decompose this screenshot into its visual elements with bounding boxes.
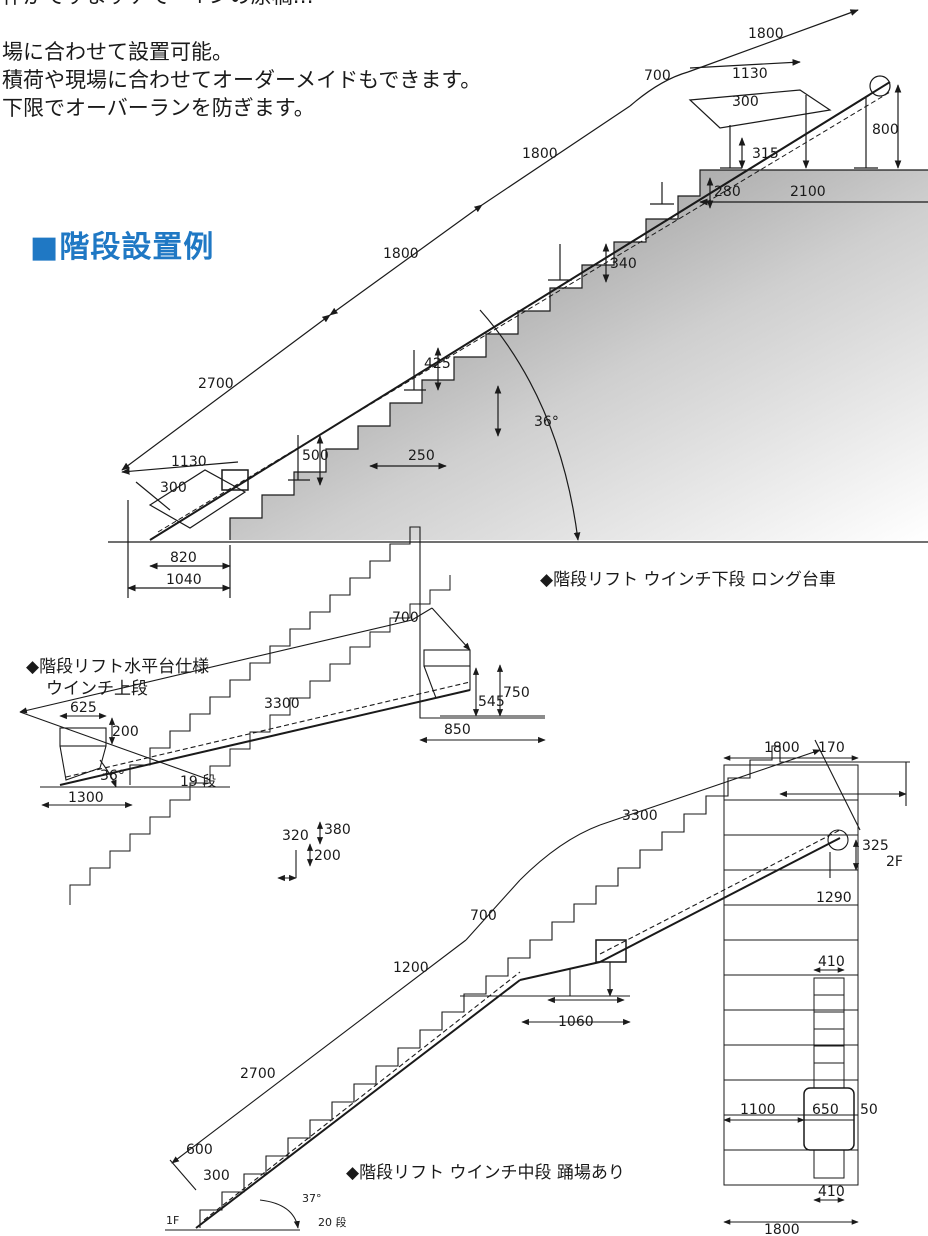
figure-3 xyxy=(165,739,910,1231)
fig3-dim-700: 700 xyxy=(470,908,497,924)
fig1-dim-315: 315 xyxy=(752,146,779,162)
fig3-dim-300: 300 xyxy=(203,1168,230,1184)
fig1-dim-700: 700 xyxy=(644,68,671,84)
fig2-dim-3300: 3300 xyxy=(264,696,300,712)
fig3-stair-lower xyxy=(199,745,910,1228)
fig1-dim-300a: 300 xyxy=(732,94,759,110)
fig1-dim-250: 250 xyxy=(408,448,435,464)
fig1-rail-dash xyxy=(157,91,891,533)
fig1-angle-arc xyxy=(479,309,581,541)
fig2-dim-1300: 1300 xyxy=(68,790,104,806)
fig4-dim-410b: 410 xyxy=(818,1184,845,1200)
fig1-dim-2100: 2100 xyxy=(790,184,826,200)
fig1-stair-shade xyxy=(230,170,928,540)
intro-line-3: 下限でオーバーランを防ぎます。 xyxy=(2,96,315,120)
fig3-dim-325: 325 xyxy=(862,838,889,854)
section-heading: ■階段設置例 xyxy=(30,230,215,265)
fig2-platform-top xyxy=(423,649,471,667)
fig2-angle: 36° xyxy=(100,768,125,784)
fig1-stair-outline xyxy=(229,169,928,540)
fig1-carriage-top xyxy=(688,89,832,129)
fig4-dim-1800a: 1800 xyxy=(764,740,800,756)
fig1-dim-280: 280 xyxy=(714,184,741,200)
fig2-dim-200a: 200 xyxy=(314,848,341,864)
fig3-angle: 37° xyxy=(302,1192,322,1205)
fig1-dim-1800c: 1800 xyxy=(383,246,419,262)
caption-fig3: ◆階段リフト ウインチ中段 踊場あり xyxy=(346,1163,625,1183)
fig1-dim-300b: 300 xyxy=(160,480,187,496)
fig3-winch xyxy=(595,939,627,963)
fig1-dim-340: 340 xyxy=(610,256,637,272)
fig2-labels: 700 3300 750 545 850 380 320 200 625 200… xyxy=(68,610,530,864)
fig2-dim-625: 625 xyxy=(70,700,97,716)
caption-fig1: ◆階段リフト ウインチ下段 ロング台車 xyxy=(540,570,836,590)
figure-1 xyxy=(108,9,928,598)
fig3-dim-1060: 1060 xyxy=(558,1014,594,1030)
fig1-dim-1800a: 1800 xyxy=(748,26,784,42)
fig2-platform-bottom xyxy=(59,727,107,747)
figure-2 xyxy=(19,526,546,905)
fig4-dim-50: 50 xyxy=(860,1102,878,1118)
fig4-dim-1800b: 1800 xyxy=(764,1222,800,1236)
fig3-labels: 170 3300 325 2F 1290 700 1200 1060 2700 … xyxy=(166,740,903,1229)
fig1-dim-500: 500 xyxy=(302,448,329,464)
figure-4 xyxy=(723,755,859,1225)
fig1-dim-800: 800 xyxy=(872,122,899,138)
fig2-dim-700: 700 xyxy=(392,610,419,626)
fig4-dim-650: 650 xyxy=(812,1102,839,1118)
fig4-carriage xyxy=(803,1087,855,1151)
fig4-treads xyxy=(724,799,858,1151)
fig3-dim-3300: 3300 xyxy=(622,808,658,824)
fig2-stair-outline xyxy=(129,526,545,785)
fig3-steps: 20 段 xyxy=(318,1215,347,1229)
fig3-dim-170: 170 xyxy=(818,740,845,756)
fig3-floor2-label: 2F xyxy=(886,854,903,870)
fig1-dim-2700: 2700 xyxy=(198,376,234,392)
fig1-dim-1800b: 1800 xyxy=(522,146,558,162)
fig4-dim-410a: 410 xyxy=(818,954,845,970)
fig3-dim-2700: 2700 xyxy=(240,1066,276,1082)
fig3-floor1-label: 1F xyxy=(166,1214,179,1227)
fig1-dim-1040: 1040 xyxy=(166,572,202,588)
fig2-steps: 19 段 xyxy=(180,774,216,790)
fig1-dim-820: 820 xyxy=(170,550,197,566)
fig3-pulley xyxy=(827,829,849,851)
fig1-labels: 1800 700 1130 300 800 1800 315 280 2100 … xyxy=(160,26,899,588)
fig2-dim-545: 545 xyxy=(478,694,505,710)
fig4-dim-1100: 1100 xyxy=(740,1102,776,1118)
fig3-dim-600: 600 xyxy=(186,1142,213,1158)
fig1-dim-425: 425 xyxy=(424,356,451,372)
fig2-rail xyxy=(59,689,471,786)
fig2-dim-850: 850 xyxy=(444,722,471,738)
intro-line-1: 場に合わせて設置可能。 xyxy=(2,40,233,64)
caption-fig2-line1: ◆階段リフト水平台仕様 xyxy=(26,657,210,677)
intro-line-2: 積荷や現場に合わせてオーダーメイドもできます。 xyxy=(2,68,482,92)
fig2-dim-750: 750 xyxy=(503,685,530,701)
fig3-rail-lower xyxy=(195,979,521,1229)
caption-fig2-line2: ウインチ上段 xyxy=(46,679,148,699)
fig1-pulley xyxy=(869,75,891,97)
fig2-dim-320: 320 xyxy=(282,828,309,844)
fig1-carriage-bottom xyxy=(148,469,247,529)
fig2-dim-380: 380 xyxy=(324,822,351,838)
fig4-labels: 1800 410 1100 650 50 410 1800 xyxy=(740,740,878,1236)
fig1-dim-1130b: 1130 xyxy=(171,454,207,470)
intro-line-0: 作がですますチでー↑ンの原稿… xyxy=(2,0,314,10)
fig1-angle: 36° xyxy=(534,414,559,430)
fig3-dim-1200: 1200 xyxy=(393,960,429,976)
fig3-dim-1290: 1290 xyxy=(816,890,852,906)
fig1-dim-1130a: 1130 xyxy=(732,66,768,82)
fig2-dim-200b: 200 xyxy=(112,724,139,740)
fig3-rail-upper xyxy=(599,837,841,963)
